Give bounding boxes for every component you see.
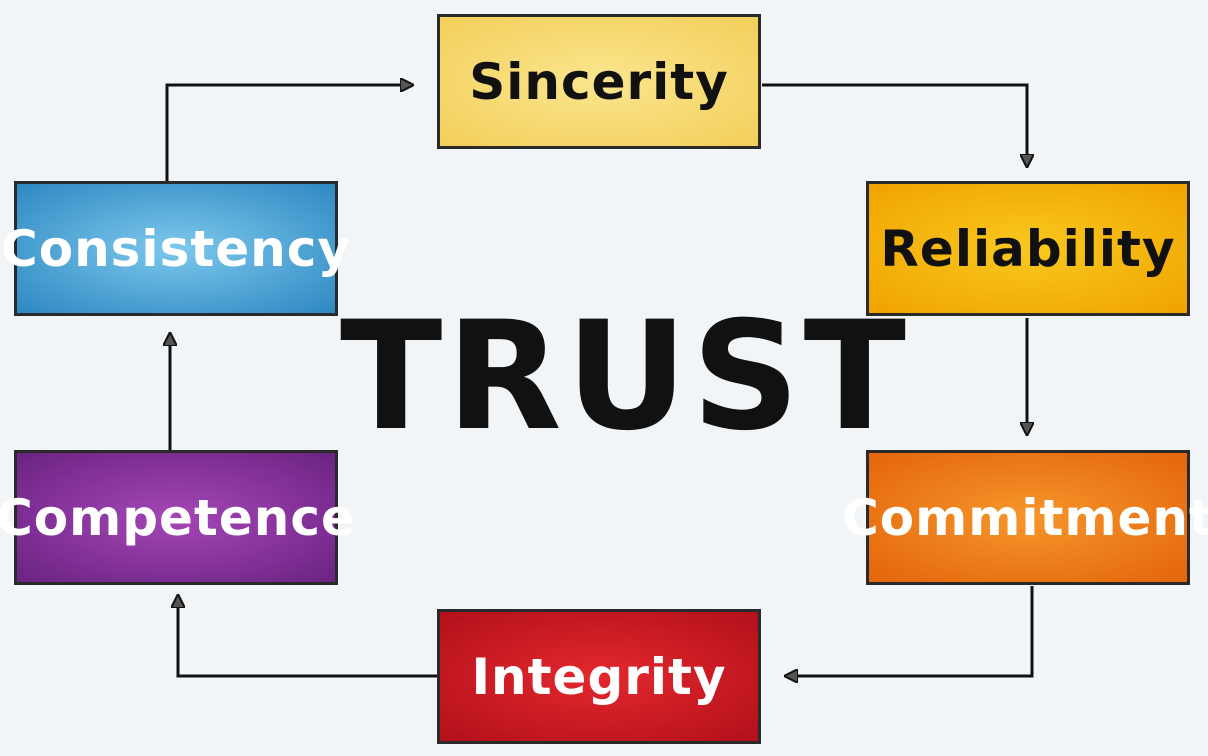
node-label: Consistency [1, 219, 351, 278]
arrow-integrity-to-competence [178, 596, 437, 678]
node-competence: Competence [0, 450, 355, 585]
node-integrity: Integrity [437, 609, 761, 744]
arrow-sincerity-to-reliability [762, 83, 1027, 166]
node-label: Integrity [471, 647, 727, 706]
node-label: Sincerity [469, 52, 729, 111]
node-reliability: Reliability [866, 181, 1190, 316]
node-label: Commitment [842, 488, 1208, 547]
arrow-commitment-to-integrity [786, 586, 1034, 676]
node-consistency: Consistency [1, 181, 350, 316]
node-label: Competence [0, 488, 356, 547]
arrow-consistency-to-sincerity [165, 85, 412, 181]
node-label: Reliability [880, 219, 1176, 278]
node-commitment: Commitment [842, 450, 1208, 585]
node-sincerity: Sincerity [437, 14, 761, 149]
center-title: TRUST [340, 290, 910, 464]
